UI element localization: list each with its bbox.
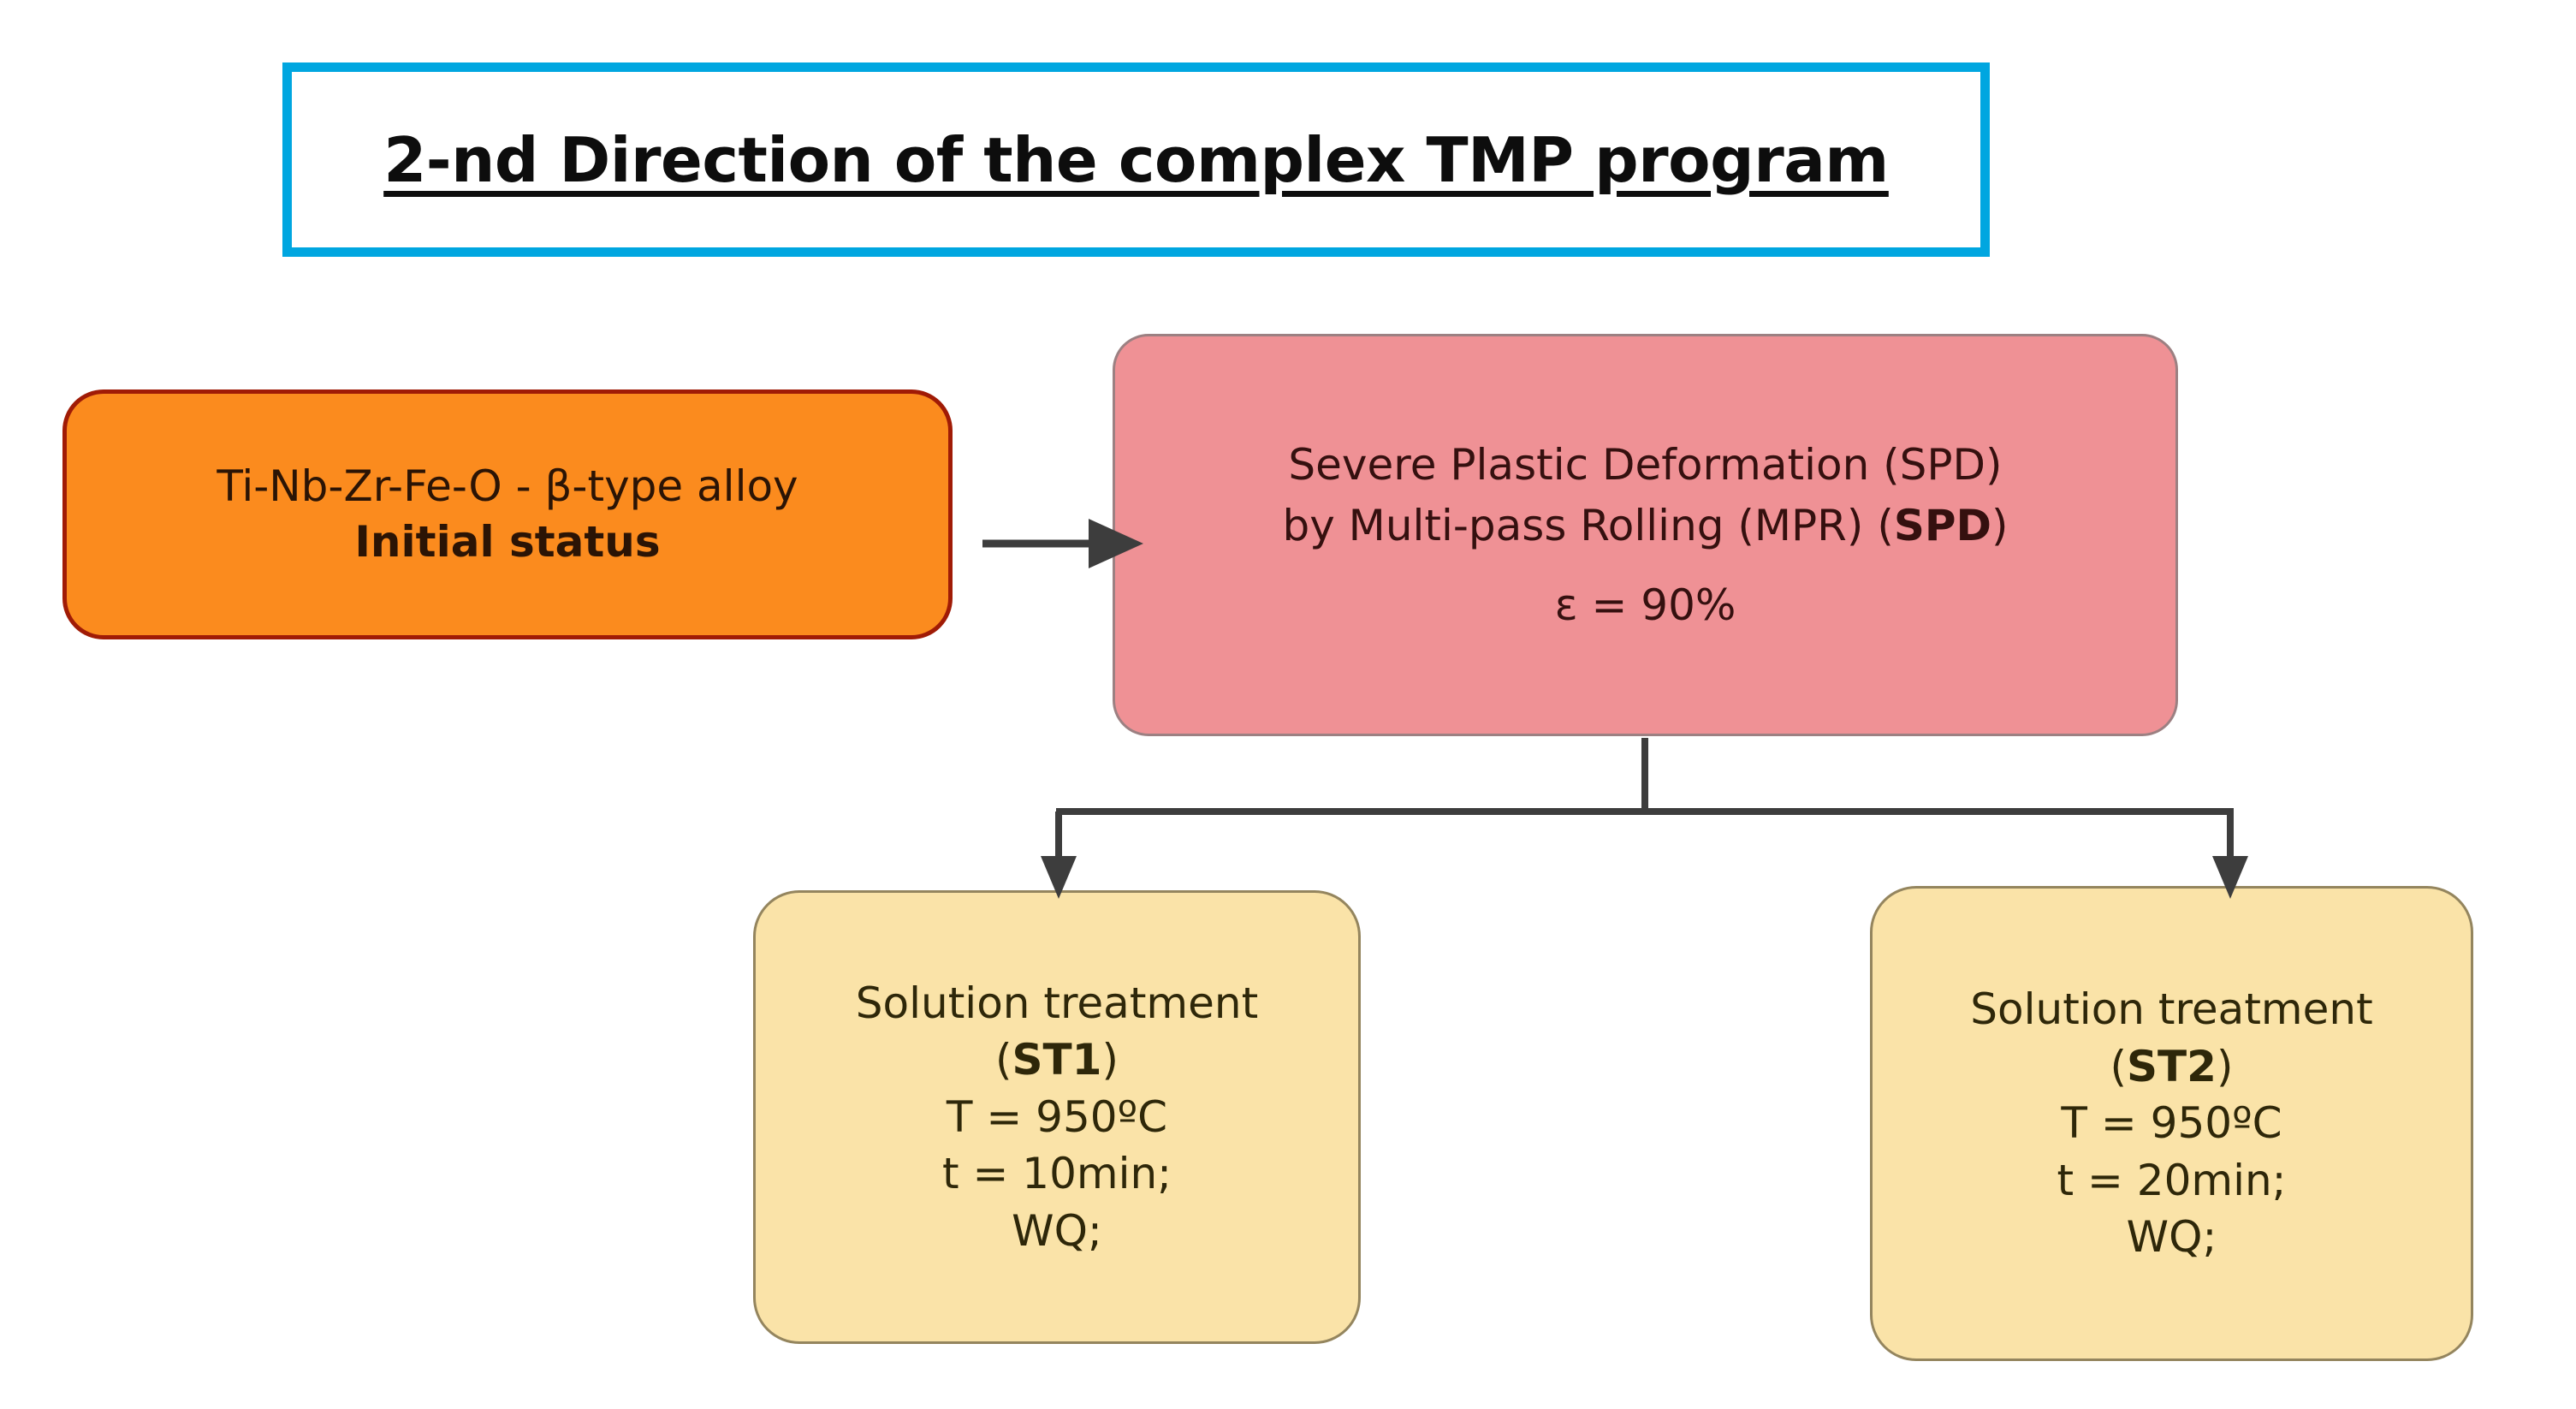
st1-paren-close: ) — [1101, 1035, 1119, 1085]
spd-method-label: by Multi-pass Rolling (MPR) (SPD) — [1282, 496, 2008, 556]
st2-quench-label: WQ; — [2126, 1212, 2217, 1263]
st1-quench-label: WQ; — [1012, 1205, 1102, 1256]
st1-time-label: t = 10min; — [941, 1149, 1172, 1199]
initial-status-label: Initial status — [354, 517, 661, 567]
st2-code-label: (ST2) — [2110, 1038, 2234, 1096]
st2-title-label: Solution treatment — [1970, 984, 2373, 1035]
spd-strain-label: ε = 90% — [1554, 580, 1736, 630]
st1-temperature-label: T = 950ºC — [946, 1091, 1168, 1142]
st1-paren-open: ( — [995, 1035, 1012, 1085]
spd-method-post: ) — [1991, 500, 2009, 550]
st1-code-label: (ST1) — [995, 1031, 1119, 1089]
st2-temperature-label: T = 950ºC — [2061, 1098, 2282, 1149]
st2-abbrev: ST2 — [2127, 1041, 2217, 1091]
st2-paren-close: ) — [2216, 1041, 2234, 1091]
spd-title-label: Severe Plastic Deformation (SPD) — [1288, 439, 2003, 490]
st1-title-label: Solution treatment — [855, 978, 1259, 1028]
spd-abbrev: SPD — [1893, 500, 1992, 550]
st2-time-label: t = 20min; — [2057, 1155, 2287, 1205]
node-solution-treatment-st1[interactable]: Solution treatment (ST1) T = 950ºC t = 1… — [753, 890, 1361, 1344]
arrow-spd-to-branches — [1041, 738, 2248, 899]
node-severe-plastic-deformation[interactable]: Severe Plastic Deformation (SPD) by Mult… — [1113, 334, 2178, 736]
title-banner: 2-nd Direction of the complex TMP progra… — [282, 62, 1990, 257]
node-solution-treatment-st2[interactable]: Solution treatment (ST2) T = 950ºC t = 2… — [1870, 886, 2473, 1361]
st1-abbrev: ST1 — [1012, 1035, 1102, 1085]
initial-alloy-label: Ti-Nb-Zr-Fe-O - β-type alloy — [217, 461, 798, 511]
node-initial-status[interactable]: Ti-Nb-Zr-Fe-O - β-type alloy Initial sta… — [62, 389, 953, 639]
page-title: 2-nd Direction of the complex TMP progra… — [383, 123, 1889, 196]
spd-method-pre: by Multi-pass Rolling (MPR) ( — [1282, 500, 1894, 550]
st2-paren-open: ( — [2110, 1041, 2128, 1091]
